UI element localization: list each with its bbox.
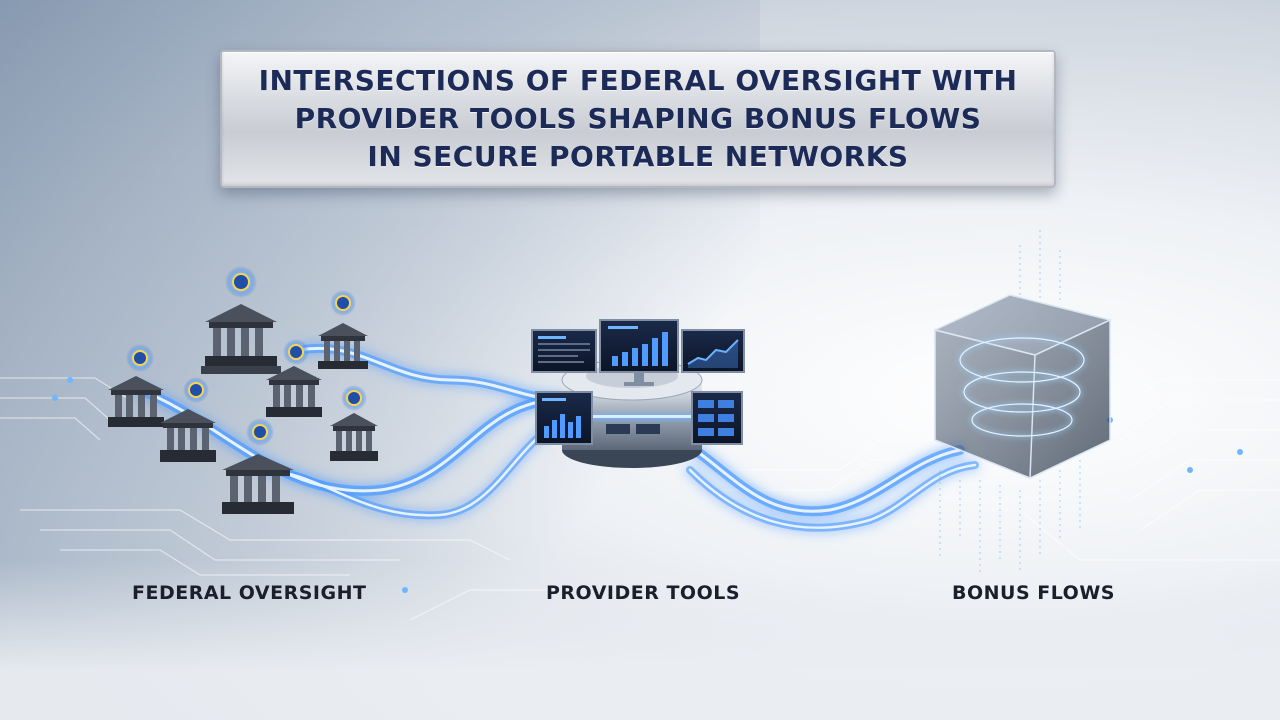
security-badge-icon bbox=[246, 418, 274, 446]
security-badge-icon bbox=[341, 385, 367, 411]
label-provider-tools: PROVIDER TOOLS bbox=[546, 582, 741, 604]
federal-buildings bbox=[108, 304, 378, 514]
label-federal-oversight: FEDERAL OVERSIGHT bbox=[132, 582, 367, 604]
security-badge-icon bbox=[126, 344, 154, 372]
building-4 bbox=[266, 366, 322, 417]
building-5 bbox=[160, 409, 216, 462]
dashboard-screen-icon bbox=[691, 391, 743, 445]
security-badge-icon bbox=[330, 290, 356, 316]
security-badge-icon bbox=[225, 266, 257, 298]
security-badge-icon bbox=[183, 377, 209, 403]
title-line-2: PROVIDER TOOLS SHAPING BONUS FLOWS bbox=[294, 102, 982, 135]
label-bonus-flows: BONUS FLOWS bbox=[952, 582, 1115, 604]
background-bottom-fade bbox=[0, 560, 1280, 720]
dashboard-screen-icon bbox=[681, 329, 745, 373]
dashboard-screen-icon bbox=[531, 329, 597, 373]
building-6 bbox=[330, 413, 378, 461]
title-line-1: INTERSECTIONS OF FEDERAL OVERSIGHT WITH bbox=[258, 64, 1018, 97]
building-2 bbox=[318, 323, 368, 369]
security-badge-icons bbox=[126, 266, 367, 446]
building-7 bbox=[222, 454, 294, 514]
data-rain bbox=[939, 230, 1081, 575]
circuit-traces bbox=[0, 377, 1280, 621]
building-1 bbox=[201, 304, 281, 374]
security-badge-icon bbox=[283, 339, 309, 365]
data-cube-icon bbox=[932, 230, 1113, 575]
building-3 bbox=[108, 376, 164, 427]
dashboard-screen-icon bbox=[599, 319, 679, 386]
title-plate: INTERSECTIONS OF FEDERAL OVERSIGHT WITH … bbox=[220, 50, 1056, 188]
title-line-3: IN SECURE PORTABLE NETWORKS bbox=[367, 140, 909, 173]
dashboard-screen-icon bbox=[535, 391, 593, 445]
